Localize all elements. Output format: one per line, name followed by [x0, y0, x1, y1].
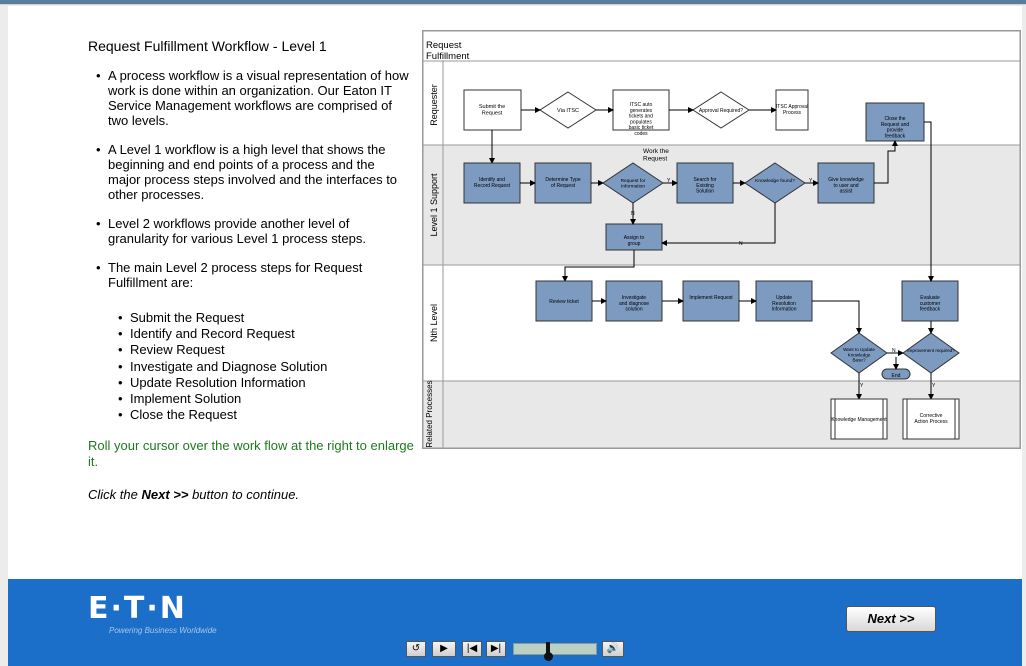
eaton-tagline: Powering Business Worldwide	[109, 626, 217, 635]
box-knowledge-mgmt	[830, 398, 888, 440]
progress-slider[interactable]	[513, 642, 597, 661]
bullet-item: Level 2 workflows provide another level …	[94, 216, 409, 246]
box-update	[755, 280, 813, 322]
replay-icon[interactable]: ↺	[406, 641, 426, 657]
box-search	[676, 162, 734, 204]
terminator-end-text: End	[892, 373, 901, 379]
bullet-item: A process workflow is a visual represent…	[94, 68, 409, 128]
top-border	[0, 0, 1026, 4]
previous-icon[interactable]: |◀	[462, 641, 482, 657]
edge-label-n: N	[892, 348, 896, 354]
page-title: Request Fulfillment Workflow - Level 1	[88, 38, 327, 54]
decision-improvement-text: Improvement required?	[907, 348, 955, 353]
edge-label-y: Y	[860, 383, 864, 389]
slide-content: Request Fulfillment Workflow - Level 1 A…	[8, 6, 1022, 579]
audio-icon[interactable]: 🔊	[602, 641, 624, 657]
sub-bullet-item: Update Resolution Information	[118, 375, 327, 391]
bullet-item: The main Level 2 process steps for Reque…	[94, 260, 409, 290]
rollover-note: Roll your cursor over the work flow at t…	[88, 438, 414, 469]
sub-bullet-item: Submit the Request	[118, 310, 327, 326]
continue-text-pre: Click the	[88, 487, 142, 502]
edge-label-n: N	[631, 211, 635, 217]
top-border-highlight	[0, 4, 1026, 5]
box-review-text: Review ticket	[549, 299, 579, 305]
continue-instruction: Click the Next >> button to continue.	[88, 487, 299, 502]
box-give-knowledge	[817, 162, 875, 204]
sub-bullet-item: Close the Request	[118, 407, 327, 423]
sub-bullet-item: Review Request	[118, 342, 327, 358]
progress-thumb-knob[interactable]	[543, 652, 553, 661]
box-corrective	[902, 398, 960, 440]
box-implement-text: Implement Request	[689, 295, 733, 301]
sub-bullet-item: Identify and Record Request	[118, 326, 327, 342]
eaton-logo: E·T·N	[88, 591, 187, 626]
diagram-title-bar	[422, 30, 1021, 62]
box-evaluate	[901, 280, 959, 322]
box-itsc-approval	[775, 89, 809, 131]
decision-approval-text: Approval Required?	[699, 108, 743, 114]
sub-bullet-list: Submit the Request Identify and Record R…	[118, 310, 327, 424]
edge-label-y: Y	[667, 178, 671, 184]
sub-bullet-item: Implement Solution	[118, 391, 327, 407]
box-identify	[463, 162, 521, 204]
edge-label-y: Y	[809, 178, 813, 184]
play-icon[interactable]: ▶	[432, 641, 456, 657]
bullet-item: A Level 1 workflow is a high level that …	[94, 142, 409, 202]
box-submit	[463, 89, 522, 131]
bullet-list: A process workflow is a visual represent…	[94, 68, 409, 304]
decision-via-itsc	[539, 91, 597, 129]
lane-label-level1: Level 1 Support	[429, 173, 439, 237]
next-slide-icon[interactable]: ▶|	[486, 641, 506, 657]
lane-label-related: Related Processes	[425, 380, 434, 447]
next-button[interactable]: Next >>	[846, 606, 936, 632]
continue-text-bold: Next >>	[141, 487, 189, 502]
decision-knowledge-found-text: Knowledge found?	[755, 178, 795, 184]
box-determine	[534, 162, 592, 204]
footer-bar: E·T·N Powering Business Worldwide Next >…	[8, 579, 1022, 666]
decision-via-itsc-text: Via ITSC	[557, 108, 579, 114]
continue-text-post: button to continue.	[188, 487, 300, 502]
decision-approval	[692, 91, 750, 129]
progress-thumb[interactable]	[546, 642, 551, 658]
lane-label-nth: Nth Level	[429, 304, 439, 342]
box-knowledge-mgmt-text: Knowledge Management	[831, 417, 887, 423]
box-review	[535, 280, 593, 322]
edge-label-y: Y	[932, 383, 936, 389]
sub-bullet-item: Investigate and Diagnose Solution	[118, 359, 327, 375]
edge-label-n: N	[739, 241, 743, 247]
lane-label-requester: Requester	[429, 84, 439, 126]
box-implement	[682, 280, 740, 322]
